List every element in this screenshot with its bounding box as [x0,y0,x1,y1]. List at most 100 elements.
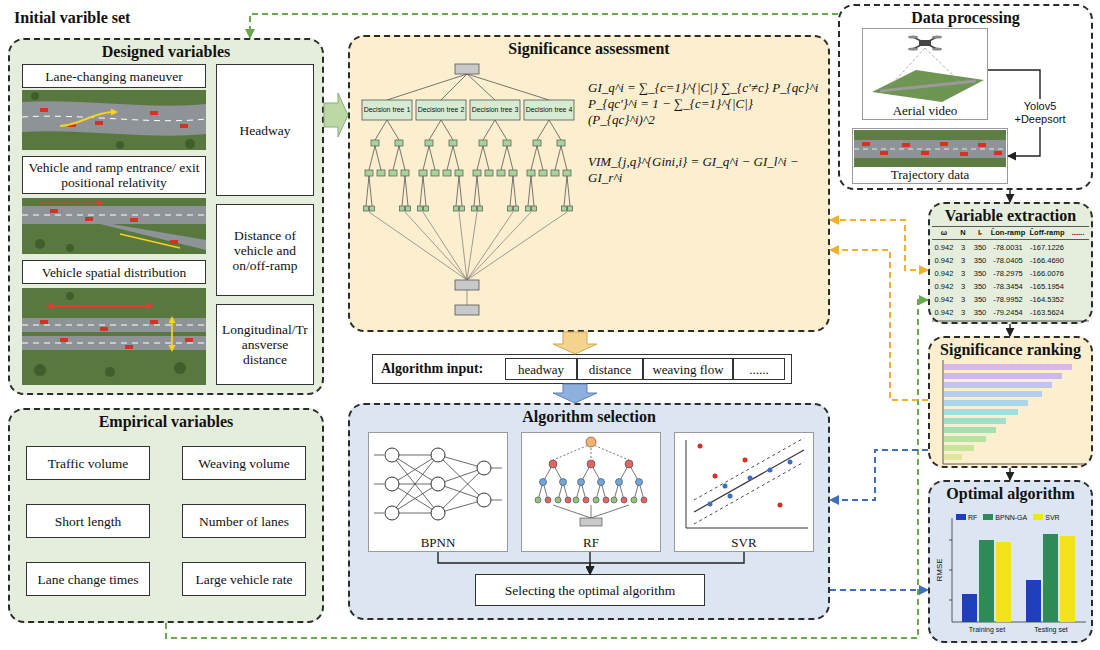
support-vector-regression-icon [788,460,793,465]
lane-change-aerial-photo [22,90,206,150]
lane-change-aerial-photo [111,109,118,116]
support-vector-regression-icon [743,458,748,463]
ramp-aerial-photo [22,198,206,254]
panel-group: Designed variablesLane-changing maneuver… [8,38,324,395]
label-holder: -78.3454 [989,281,1027,292]
node-label: Lane-changing maneuver [45,69,183,84]
legend-item: RF [956,513,977,522]
support-vector-regression-icon [686,438,808,528]
tree-label: Decision tree 2 [418,106,465,114]
dashed-connector [250,14,838,38]
panel-title: Significance ranking [930,340,1091,359]
label-holder: 3 [955,268,971,279]
support-vector-regression-icon [778,503,783,508]
variable-box: Lane change times [26,562,150,596]
tree-label: Decision tree 3 [472,106,519,114]
support-vector-regression-icon [768,468,773,473]
neural-network-icon [477,461,491,475]
label-holder: Decision tree 4 [524,100,574,120]
lane-change-aerial-photo [116,141,124,149]
label-holder: Decision tree 2 [416,100,466,120]
neural-network-icon [431,448,445,462]
node-label: Trajectory data [891,167,970,182]
table-cell: 3 [955,268,971,279]
drone-aerial-video-icon [872,70,984,102]
table-cell: 350 [971,281,989,292]
table-rule [932,227,1089,322]
ramp-aerial-photo [66,244,74,252]
table-cell: -78.3454 [989,281,1027,292]
table-cell: -163.5624 [1027,307,1067,318]
node-label: Lane change times [37,572,138,587]
support-vector-regression-icon [708,460,793,507]
label-holder: -166.4690 [1027,255,1067,266]
label-holder: Testing set [1021,625,1081,634]
table-cell: 0.942 [933,294,955,305]
dashed-connector [830,250,928,400]
rmse-bar-chart [1060,536,1075,622]
image-box: RF [521,432,661,552]
random-forest-schematic [470,100,520,120]
node-label: SVR [731,535,756,550]
spatial-distribution-aerial-photo [40,320,193,349]
drone-aerial-video-icon [872,36,984,103]
table-cell: -78.9952 [989,294,1027,305]
legend-item: BPNN-GA [983,513,1027,522]
spatial-distribution-aerial-photo [125,345,133,349]
spatial-distribution-aerial-photo [150,320,158,324]
spatial-distribution-aerial-photo [169,316,176,352]
importance-bar-chart [943,360,1086,464]
table-cell: 0.942 [933,307,955,318]
support-vector-regression-icon [698,444,783,508]
dashed-connector [830,220,928,270]
input-cell: distance [577,358,643,380]
importance-bar-chart [944,373,1062,379]
label-holder: 350 [971,294,989,305]
label-holder: RMSE [935,550,945,590]
importance-bar-chart [944,409,1018,415]
node-label: RF [583,535,599,550]
arrow-connector [1009,468,1010,480]
label-holder: N [955,228,971,238]
edge-label: Yolov5 +Deepsort [1010,99,1070,127]
node-label: Aerial video [893,103,958,118]
rmse-bar-chart [1043,534,1058,622]
legend-swatch [956,514,966,520]
neural-network-icon [385,477,399,491]
variable-box: Weaving volume [182,446,306,480]
table-cell: lᵣ [971,228,989,238]
label-holder: 0.942 [933,307,955,318]
flow-arrow [553,384,597,403]
drone-aerial-video-icon [913,37,937,49]
table-cell: L̄on-ramp [989,228,1027,238]
label-holder: 3 [955,242,971,253]
variable-box: Headway [216,64,314,196]
random-forest-icon [553,505,629,518]
variable-box: Selecting the optimal algorithm [475,574,705,606]
table-cell: 0.942 [933,281,955,292]
rmse-bar-chart [949,518,1086,622]
variable-box: Short length [26,504,150,538]
random-forest-schematic [418,120,465,211]
table-cell: -78.0405 [989,255,1027,266]
lane-change-aerial-photo [95,121,103,125]
variable-box: Traffic volume [26,446,150,480]
panel-title: Variable extraction [930,206,1091,225]
neural-network-icon [385,506,399,520]
label-holder: -78.2975 [989,268,1027,279]
label-holder: 0.942 [933,255,955,266]
lane-change-aerial-photo [185,139,195,149]
label-holder: 3 [955,281,971,292]
spatial-distribution-aerial-photo [46,303,154,310]
section-heading: Initial varible set [14,8,234,28]
table-cell: ...... [1067,228,1089,238]
arrow-connector [1009,190,1010,202]
legend-label: BPNN-GA [995,513,1027,522]
flow-arrow [324,93,348,137]
neural-network-icon [385,448,399,462]
random-forest-icon [535,460,571,503]
support-vector-regression-icon [694,450,804,512]
node-label: Number of lanes [199,514,289,529]
variable-box: Longitudinal/Transverse distance [216,304,314,385]
